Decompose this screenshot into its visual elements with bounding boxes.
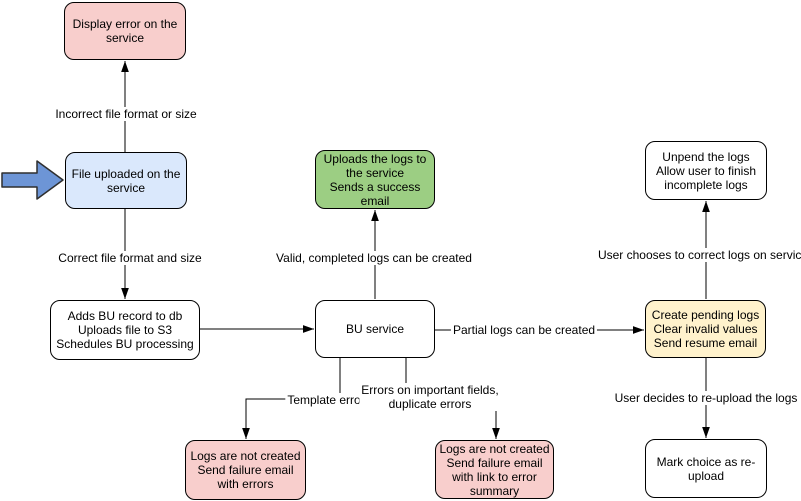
node-label-file-uploaded: File uploaded on the service [71,166,181,195]
edge-label-valid-completed-logs: Valid, completed logs can be created [274,251,474,265]
node-file-uploaded: File uploaded on the service [65,152,187,209]
edge-label-correct-file-format: Correct file format and size [56,251,204,265]
node-label-display-error: Display error on the service [72,17,178,45]
node-create-pending-logs: Create pending logs Clear invalid values… [645,300,766,358]
node-adds-bu-record: Adds BU record to db Uploads file to S3 … [50,300,200,360]
edge-label-user-chooses-correct: User chooses to correct logs on service [595,248,801,262]
node-label-bu-service: BU service [345,322,404,336]
node-label-unpend-logs: Unpend the logs Allow user to finish inc… [655,149,757,192]
edge-label-user-decides-reupload: User decides to re-upload the logs [612,391,800,405]
node-logs-not-created-summary: Logs are not created Send failure email … [435,440,554,499]
node-label-logs-not-created-summary: Logs are not created Send failure email … [439,441,550,498]
edge-label-errors-important-fields: Errors on important fields, duplicate er… [359,383,501,411]
edge-label-partial-logs: Partial logs can be created [450,323,598,337]
node-label-adds-bu-record: Adds BU record to db Uploads file to S3 … [56,309,194,351]
node-label-uploads-logs-success: Uploads the logs to the service Sends a … [323,151,427,208]
node-label-mark-choice-reupload: Mark choice as re- upload [656,454,756,483]
node-label-logs-not-created-errors: Logs are not created Send failure email … [190,449,301,491]
edge-label-incorrect-file-format: Incorrect file format or size [53,107,199,121]
node-bu-service: BU service [315,300,435,358]
node-uploads-logs-success: Uploads the logs to the service Sends a … [315,150,435,209]
node-mark-choice-reupload: Mark choice as re- upload [645,439,767,498]
node-logs-not-created-errors: Logs are not created Send failure email … [185,440,306,500]
input-arrow-icon [1,160,64,200]
node-display-error: Display error on the service [64,2,186,60]
node-label-create-pending-logs: Create pending logs Clear invalid values… [651,308,760,350]
node-unpend-logs: Unpend the logs Allow user to finish inc… [645,141,767,200]
